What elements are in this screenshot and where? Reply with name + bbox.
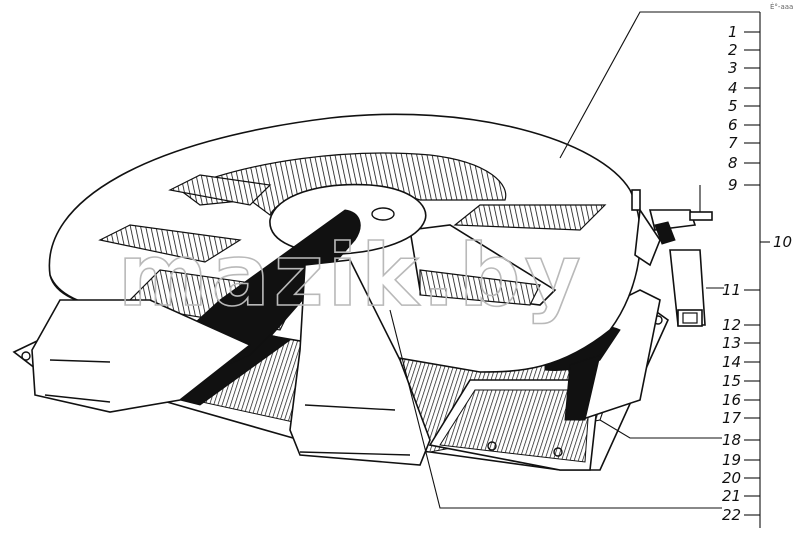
callout-label-4: 4 bbox=[728, 79, 738, 97]
callout-label-21: 21 bbox=[722, 487, 741, 505]
watermark: mazik.by bbox=[118, 226, 585, 326]
callout-label-3: 3 bbox=[728, 59, 738, 77]
callout-label-16: 16 bbox=[722, 391, 741, 409]
callout-label-22: 22 bbox=[722, 506, 741, 524]
callout-label-10: 10 bbox=[773, 233, 792, 251]
callout-label-14: 14 bbox=[722, 353, 741, 371]
callout-label-20: 20 bbox=[722, 469, 741, 487]
callout-label-5: 5 bbox=[728, 97, 738, 115]
leader-line-1 bbox=[559, 11, 760, 159]
callout-label-1: 1 bbox=[728, 23, 738, 41]
callout-label-7: 7 bbox=[728, 134, 738, 152]
release-handle bbox=[631, 189, 713, 327]
leader-lines bbox=[389, 11, 760, 509]
leader-line-18 bbox=[599, 419, 722, 439]
corner-mark: Ѐ°-ааа bbox=[770, 2, 793, 11]
callout-label-9: 9 bbox=[728, 176, 738, 194]
coupling-plate bbox=[48, 113, 642, 411]
callout-label-13: 13 bbox=[722, 334, 741, 352]
callout-label-11: 11 bbox=[722, 281, 741, 299]
callout-label-17: 17 bbox=[722, 409, 742, 427]
front-pads bbox=[31, 259, 431, 466]
callout-label-15: 15 bbox=[722, 372, 741, 390]
callout-label-8: 8 bbox=[728, 154, 738, 172]
callout-label-19: 19 bbox=[722, 451, 741, 469]
callout-label-6: 6 bbox=[728, 116, 738, 134]
callout-label-18: 18 bbox=[722, 431, 741, 449]
callout-label-2: 2 bbox=[728, 41, 738, 59]
callout-label-12: 12 bbox=[722, 316, 741, 334]
leader-line-22 bbox=[389, 309, 722, 509]
